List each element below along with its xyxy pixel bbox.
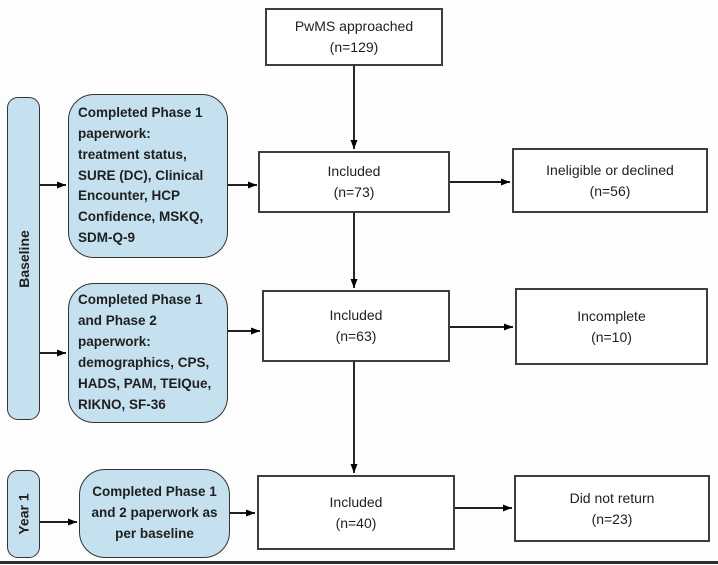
pwms-approached-box: PwMS approached (n=129) bbox=[265, 8, 443, 66]
phase1-paperwork-box: Completed Phase 1 paperwork: treatment s… bbox=[68, 94, 228, 258]
node-count: (n=10) bbox=[591, 328, 632, 345]
node-label: Included bbox=[329, 493, 383, 510]
node-count: (n=23) bbox=[591, 510, 633, 527]
node-label: Included bbox=[329, 307, 383, 323]
paperwork-text: Completed Phase 1 and Phase 2 paperwork:… bbox=[78, 292, 212, 412]
node-label: Incomplete bbox=[577, 307, 646, 324]
paperwork-text: Completed Phase 1 and 2 paperwork as per… bbox=[91, 484, 218, 541]
included-year1-box: Included (n=40) bbox=[257, 475, 455, 550]
figure-bottom-rule bbox=[0, 561, 718, 564]
node-count: (n=73) bbox=[333, 184, 375, 200]
stage-label-text: Year 1 bbox=[15, 493, 32, 535]
paperwork-text: Completed Phase 1 paperwork: treatment s… bbox=[78, 104, 204, 246]
stage-label-text: Baseline bbox=[15, 229, 32, 288]
stage-label-year1: Year 1 bbox=[7, 470, 40, 558]
included-baseline-box: Included (n=73) bbox=[258, 151, 450, 213]
did-not-return-box: Did not return (n=23) bbox=[514, 475, 710, 542]
node-count: (n=40) bbox=[335, 514, 377, 531]
node-label: Ineligible or declined bbox=[546, 161, 674, 178]
node-count: (n=63) bbox=[335, 328, 377, 344]
incomplete-box: Incomplete (n=10) bbox=[515, 288, 708, 365]
node-label: Did not return bbox=[569, 489, 655, 506]
node-count: (n=129) bbox=[329, 39, 379, 55]
ineligible-or-declined-box: Ineligible or declined (n=56) bbox=[512, 148, 708, 213]
node-label: PwMS approached bbox=[294, 18, 414, 34]
node-label: Included bbox=[327, 163, 381, 179]
phase1-and-2-paperwork-box: Completed Phase 1 and Phase 2 paperwork:… bbox=[68, 283, 228, 423]
year1-paperwork-box: Completed Phase 1 and 2 paperwork as per… bbox=[79, 469, 230, 558]
stage-label-baseline: Baseline bbox=[7, 97, 40, 420]
node-count: (n=56) bbox=[589, 182, 631, 199]
included-phase2-box: Included (n=63) bbox=[262, 290, 450, 362]
